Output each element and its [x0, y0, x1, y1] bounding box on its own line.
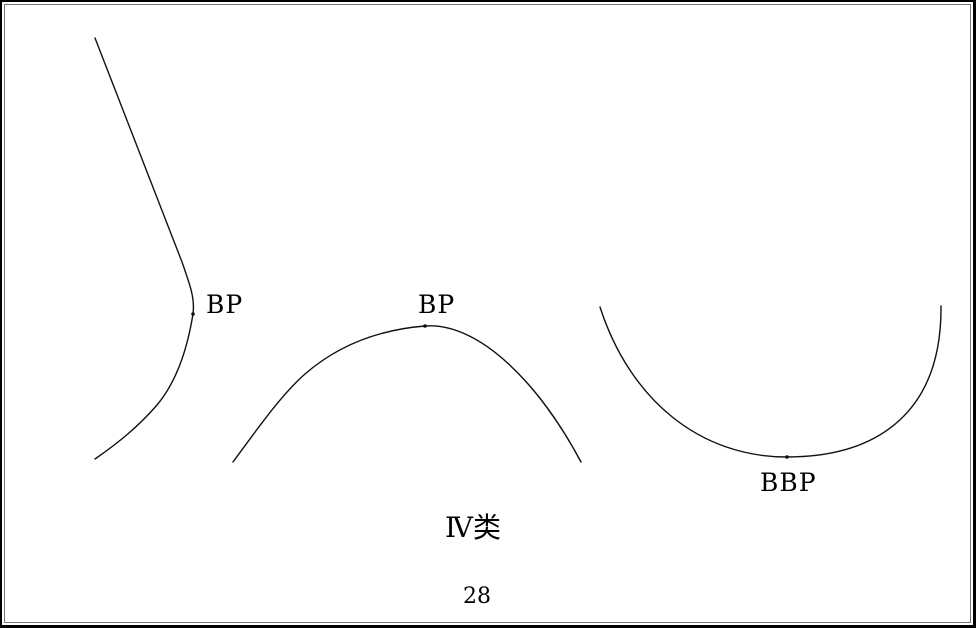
right-curve-label: BBP	[760, 468, 817, 497]
middle-curve-bp-point	[423, 324, 427, 328]
middle-curve-line	[232, 325, 582, 463]
figure-caption: Ⅳ类	[445, 511, 501, 544]
left-curve-line	[94, 37, 195, 460]
left-curve-label: BP	[206, 290, 244, 319]
middle-curve-label: BP	[418, 290, 456, 319]
left-curve-bp-point	[191, 312, 195, 316]
right-curve-line	[599, 305, 942, 458]
right-curve-bbp-point	[785, 455, 789, 459]
page-number: 28	[463, 584, 491, 609]
